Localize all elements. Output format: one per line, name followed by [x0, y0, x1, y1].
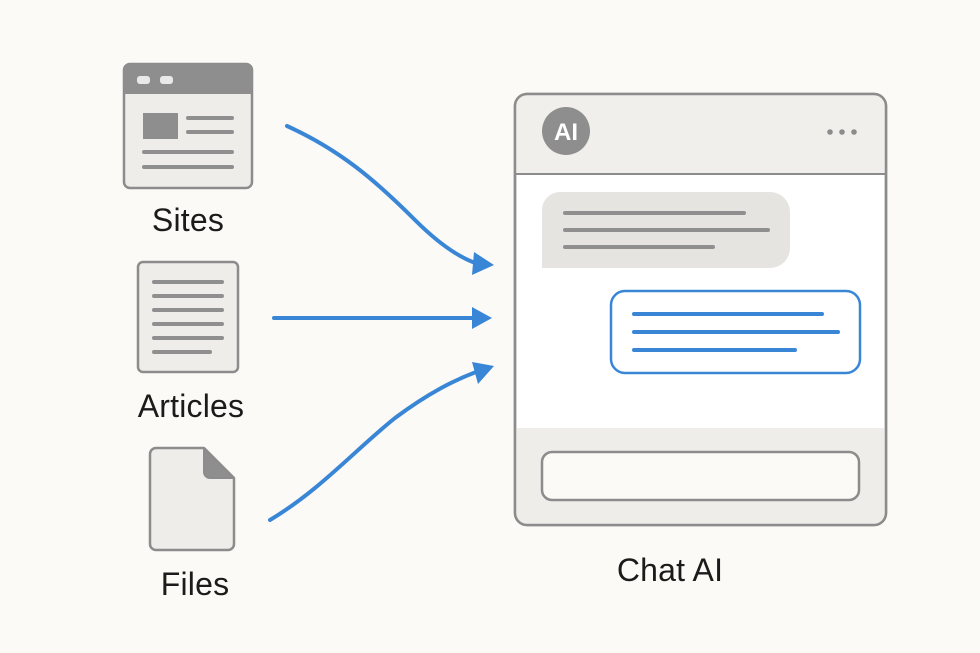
message-input[interactable]: [540, 450, 861, 502]
incoming-message-bubble: [542, 192, 790, 268]
files-label: Files: [160, 566, 230, 602]
avatar-text: AI: [554, 119, 578, 146]
arrow-sites-to-chat: [285, 124, 480, 266]
articles-label: Articles: [137, 388, 245, 424]
arrowhead-articles: [472, 307, 492, 329]
chat-ai-caption: Chat AI: [616, 552, 724, 588]
document-icon: [136, 260, 240, 374]
more-dots-icon[interactable]: [827, 129, 857, 135]
arrow-files-to-chat: [268, 370, 478, 522]
outgoing-message-bubble: [609, 289, 862, 375]
chat-window: AI: [513, 92, 888, 527]
ai-avatar-icon: AI: [542, 107, 590, 155]
browser-window-icon: [122, 62, 254, 190]
file-icon: [148, 446, 236, 552]
arrowhead-files: [472, 362, 494, 384]
chat-header: [515, 94, 886, 174]
arrowhead-sites: [472, 252, 494, 275]
sites-label: Sites: [151, 202, 225, 238]
